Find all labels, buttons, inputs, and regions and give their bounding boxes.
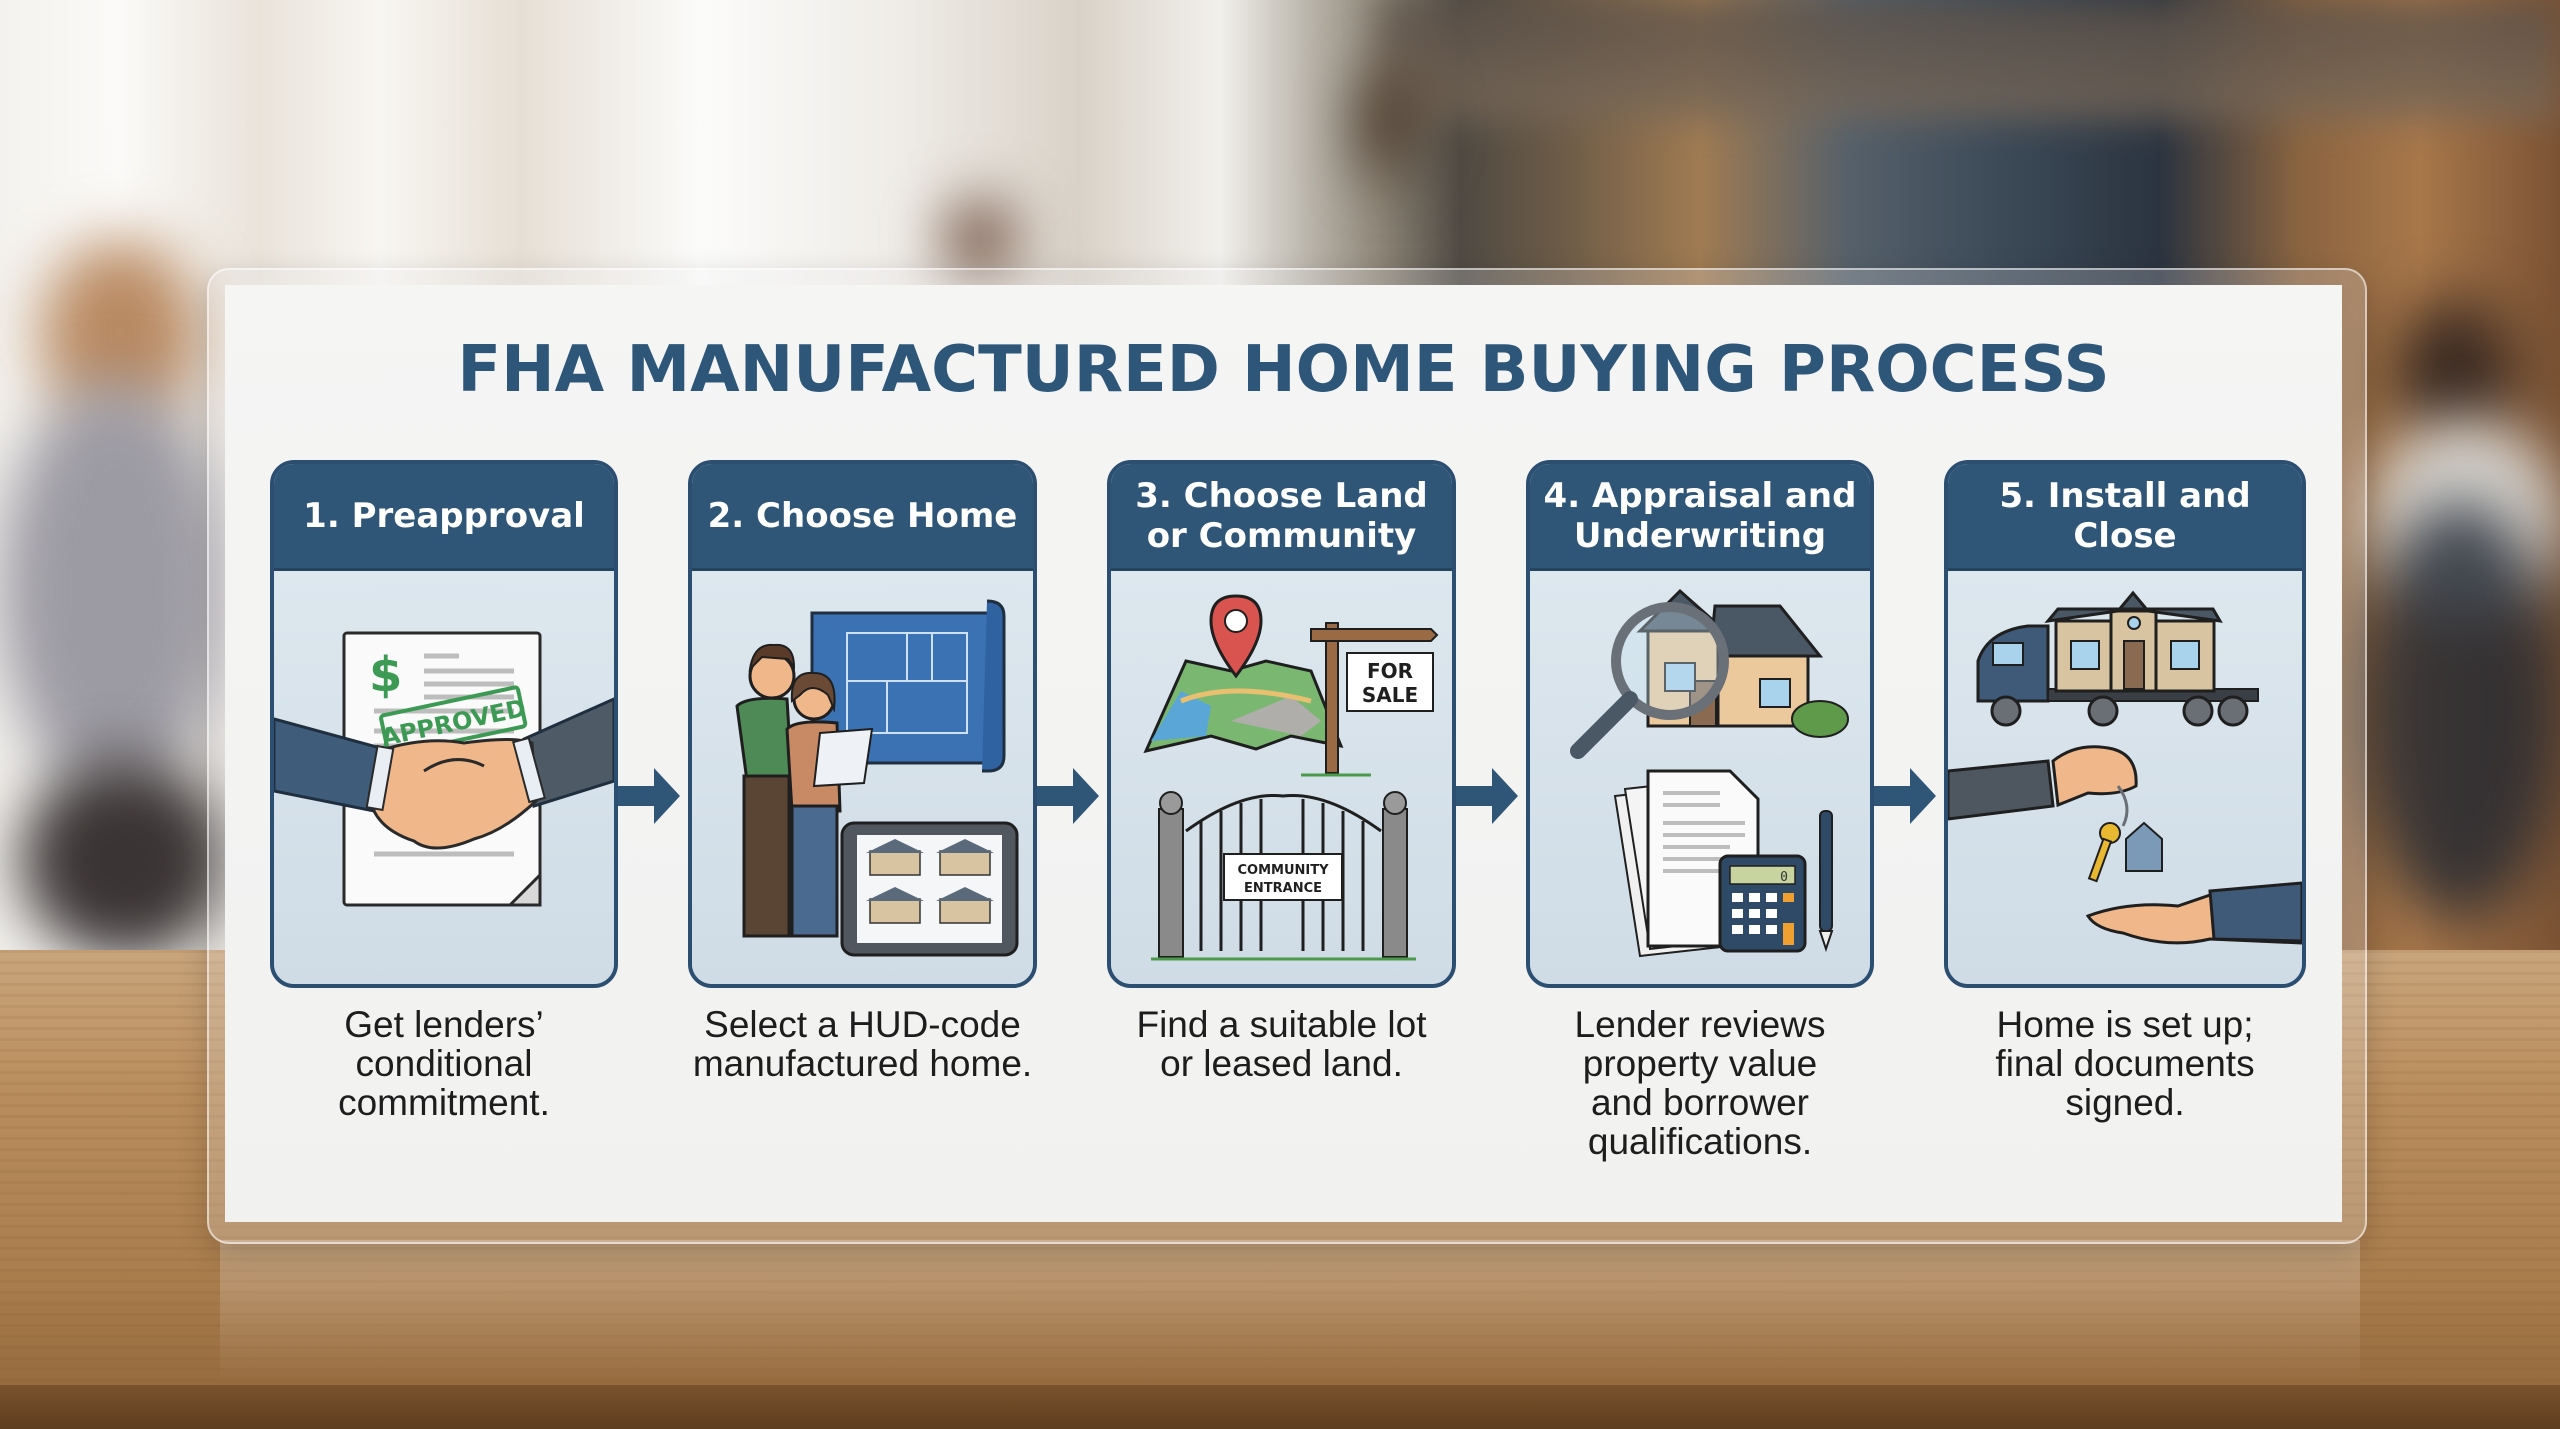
background-person-left-body [0, 380, 230, 800]
svg-text:0: 0 [1780, 870, 1788, 885]
step-description-2: Select a HUD-code manufactured home. [692, 1004, 1033, 1084]
step-heading: 1. Preapproval [274, 464, 614, 571]
step-heading: 3. Choose Land or Community [1111, 464, 1452, 571]
step-heading: 2. Choose Home [692, 464, 1033, 571]
step-card-appraisal: 4. Appraisal and Underwriting [1526, 460, 1874, 988]
community-gate-icon: COMMUNITY ENTRANCE [1151, 791, 1416, 961]
magnifier-house-icon [1570, 588, 1849, 759]
step-card-install-close: 5. Install and Close [1944, 460, 2306, 988]
background-desk-right [2360, 500, 2560, 920]
pen-icon [1818, 810, 1834, 953]
table-reflection [220, 1240, 2360, 1385]
step-heading: 4. Appraisal and Underwriting [1530, 464, 1870, 571]
step-illustration: 0 [1530, 571, 1870, 984]
background-ceiling [1380, 0, 2560, 120]
step-card-choose-home: 2. Choose Home [688, 460, 1037, 988]
infographic-panel: FHA MANUFACTURED HOME BUYING PROCESS 1. … [225, 285, 2342, 1222]
step-description-4: Lender reviews property value and borrow… [1574, 1004, 1826, 1162]
map-pin-icon [1209, 594, 1263, 679]
key-handover-icon [1948, 745, 2302, 945]
calculator-icon: 0 [1718, 854, 1807, 953]
step-illustration: FOR SALE CO [1111, 571, 1452, 984]
arrow-right-icon [1456, 768, 1518, 824]
background-person-center [945, 200, 1015, 280]
step-illustration [692, 571, 1033, 984]
svg-text:COMMUNITY: COMMUNITY [1237, 863, 1329, 878]
step-description-3: Find a suitable lot or leased land. [1136, 1004, 1427, 1084]
step-card-choose-land: 3. Choose Land or Community FOR [1107, 460, 1456, 988]
arrow-right-icon [1874, 768, 1936, 824]
handshake-icon [274, 697, 614, 850]
step-card-preapproval: 1. Preapproval $ APPROVED [270, 460, 618, 988]
background-person-left-legs [20, 760, 230, 960]
background-light [1360, 70, 1420, 180]
arrow-right-icon [1037, 768, 1099, 824]
arrow-right-icon [618, 768, 680, 824]
page-title: FHA MANUFACTURED HOME BUYING PROCESS [457, 333, 2110, 407]
table-front-edge [0, 1385, 2560, 1429]
map-icon [1143, 659, 1344, 754]
step-description-5: Home is set up; final documents signed. [1995, 1004, 2255, 1123]
svg-text:ENTRANCE: ENTRANCE [1244, 881, 1322, 896]
step-description-1: Get lenders’ conditional commitment. [338, 1004, 550, 1123]
step-heading: 5. Install and Close [1948, 464, 2302, 571]
svg-text:SALE: SALE [1362, 683, 1418, 707]
for-sale-sign-icon: FOR SALE [1301, 622, 1439, 777]
dollar-sign-icon: $ [369, 647, 402, 703]
approved-document-icon: $ APPROVED [274, 631, 614, 907]
step-illustration: $ APPROVED [274, 571, 614, 984]
couple-icon [735, 643, 874, 938]
tablet-listings-icon [840, 821, 1019, 957]
truck-house-icon [1976, 590, 2259, 727]
svg-text:FOR: FOR [1367, 659, 1413, 683]
step-illustration [1948, 571, 2302, 984]
